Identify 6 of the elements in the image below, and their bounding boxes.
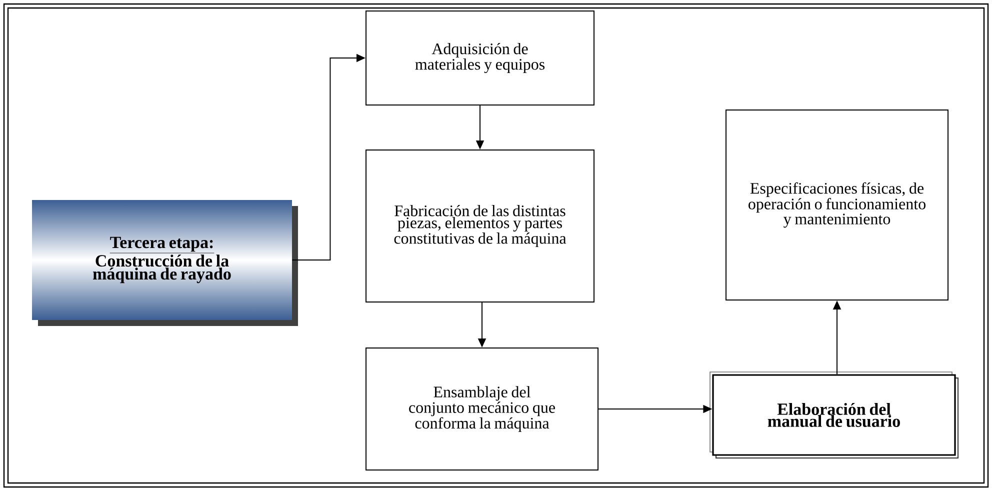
task-box: Especificaciones físicas, de operación o funcionamiento y mantenimiento — [726, 110, 948, 300]
task-box: Fabricación de las distintas piezas, elementos y partes constitutivas de la máquina — [366, 150, 594, 302]
task-box: Elaboración del manual de usuario — [710, 372, 958, 458]
task-box: Ensamblaje del conjunto mecánico que conforma la máquina — [366, 348, 598, 470]
stage-box: Tercera etapa: Construcción de la máquina de rayado — [32, 200, 298, 326]
task-box: Adquisición de materiales y equipos — [366, 10, 594, 106]
